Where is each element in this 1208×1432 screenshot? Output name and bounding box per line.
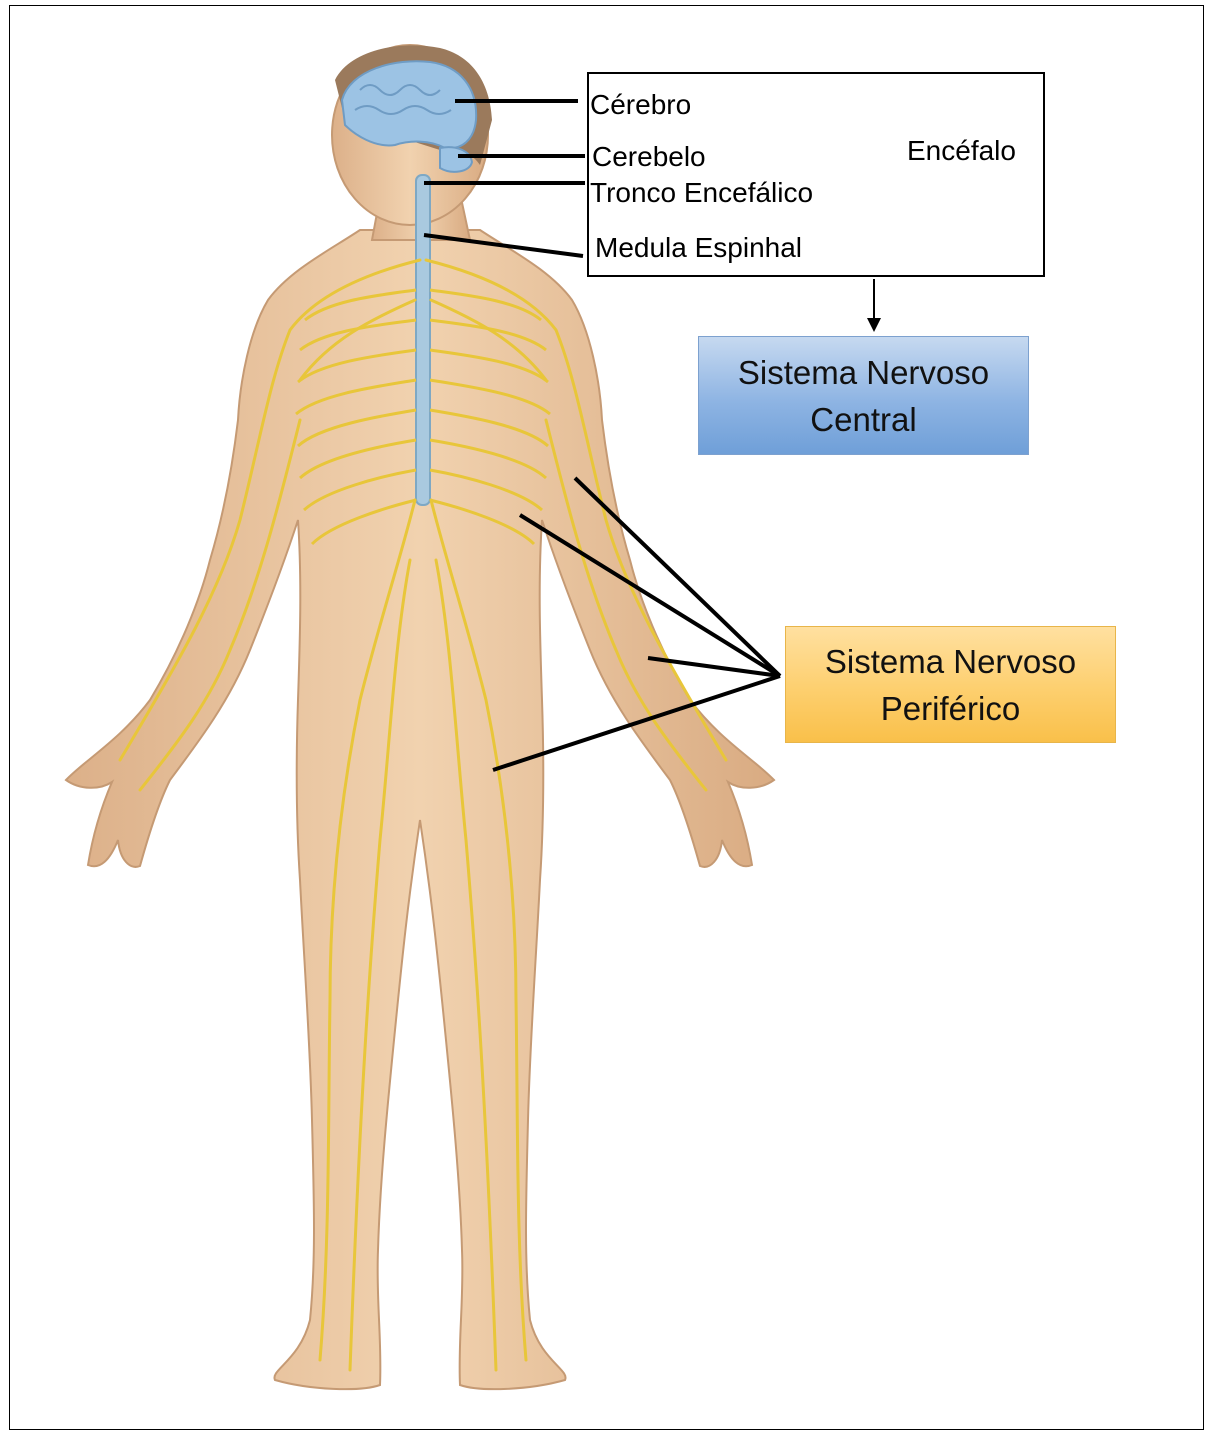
label-tronco-encefalico: Tronco Encefálico [590, 178, 813, 208]
peripheral-line-2: Periférico [825, 685, 1076, 732]
peripheral-line-1: Sistema Nervoso [825, 638, 1076, 685]
central-nervous-system-box: Sistema Nervoso Central [698, 336, 1029, 455]
label-encefalo: Encéfalo [907, 136, 1016, 166]
label-cerebelo: Cerebelo [592, 142, 706, 172]
label-medula-espinhal: Medula Espinhal [595, 233, 802, 263]
central-line-1: Sistema Nervoso [738, 349, 989, 396]
arrow-to-cns [867, 279, 881, 332]
brain-shape [342, 61, 476, 148]
label-cerebro: Cérebro [590, 90, 691, 120]
peripheral-nervous-system-box: Sistema Nervoso Periférico [785, 626, 1116, 743]
spinal-cord [416, 175, 430, 505]
central-line-2: Central [738, 396, 989, 443]
